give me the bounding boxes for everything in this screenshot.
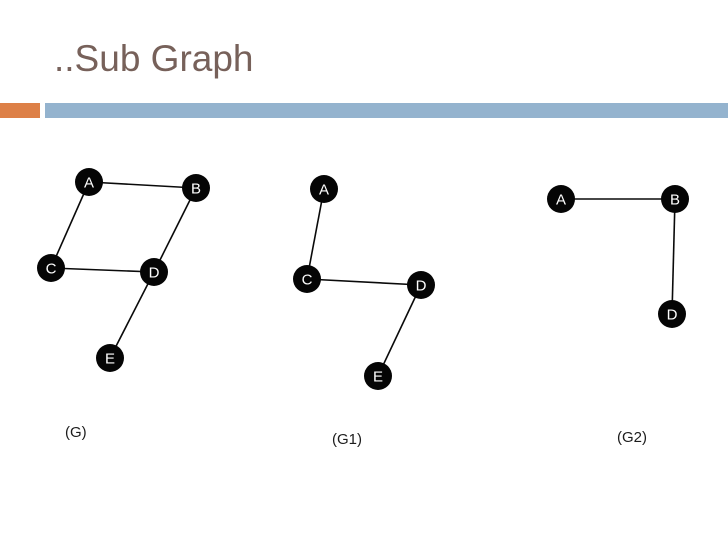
graph-node-circle [310, 175, 338, 203]
graph-g1: A C D E [293, 175, 435, 390]
graph-node-c[interactable]: C [293, 265, 321, 293]
graph-edge-d-e [377, 284, 422, 377]
graph-node-label: D [667, 307, 678, 324]
graph-node-d[interactable]: D [407, 271, 435, 299]
graph-node-circle [75, 168, 103, 196]
graph-edge-c-d [306, 278, 422, 286]
graph-node-a[interactable]: A [75, 168, 103, 196]
graph-node-circle [661, 185, 689, 213]
graph-node-label: B [191, 181, 201, 198]
graph-edge-a-c [50, 181, 90, 269]
graph-node-label: C [46, 261, 57, 278]
graph-node-circle [182, 174, 210, 202]
graph-edge-d-e [109, 271, 155, 359]
graph-node-label: C [302, 272, 313, 289]
graph-node-a[interactable]: A [547, 185, 575, 213]
accent-bar-blue [45, 103, 728, 118]
graph-node-circle [96, 344, 124, 372]
graph-edge-c-d [50, 267, 155, 273]
graph-node-e[interactable]: E [96, 344, 124, 372]
graph-node-b[interactable]: B [182, 174, 210, 202]
graph-caption-g1: (G1) [332, 431, 362, 448]
graph-node-circle [364, 362, 392, 390]
graph-caption-g2: (G2) [617, 429, 647, 446]
graph-node-circle [37, 254, 65, 282]
graph-node-d[interactable]: D [658, 300, 686, 328]
graph-node-c[interactable]: C [37, 254, 65, 282]
graph-edge-a-c [306, 188, 325, 280]
graph-node-d[interactable]: D [140, 258, 168, 286]
accent-bar-orange [0, 103, 40, 118]
graph-node-label: D [416, 278, 427, 295]
graph-node-label: D [149, 265, 160, 282]
graph-node-label: E [373, 369, 383, 386]
graph-node-circle [658, 300, 686, 328]
page-title: ..Sub Graph [54, 38, 254, 79]
graph-node-label: A [84, 175, 94, 192]
graph-node-label: B [670, 192, 680, 209]
graph-node-circle [140, 258, 168, 286]
graph-node-a[interactable]: A [310, 175, 338, 203]
graph-edge-a-b [88, 181, 197, 189]
graph-node-label: A [556, 192, 566, 209]
graph-edge-d-b [153, 187, 197, 273]
graph-node-b[interactable]: B [661, 185, 689, 213]
graph-g2: A B D [547, 185, 689, 328]
graph-node-label: A [319, 182, 329, 199]
graph-node-circle [547, 185, 575, 213]
graph-node-circle [293, 265, 321, 293]
graph-edge-b-d [671, 198, 676, 315]
graph-node-e[interactable]: E [364, 362, 392, 390]
graph-g: A B C D E [37, 168, 210, 372]
graph-node-circle [407, 271, 435, 299]
graph-caption-g: (G) [65, 424, 87, 441]
graph-node-label: E [105, 351, 115, 368]
